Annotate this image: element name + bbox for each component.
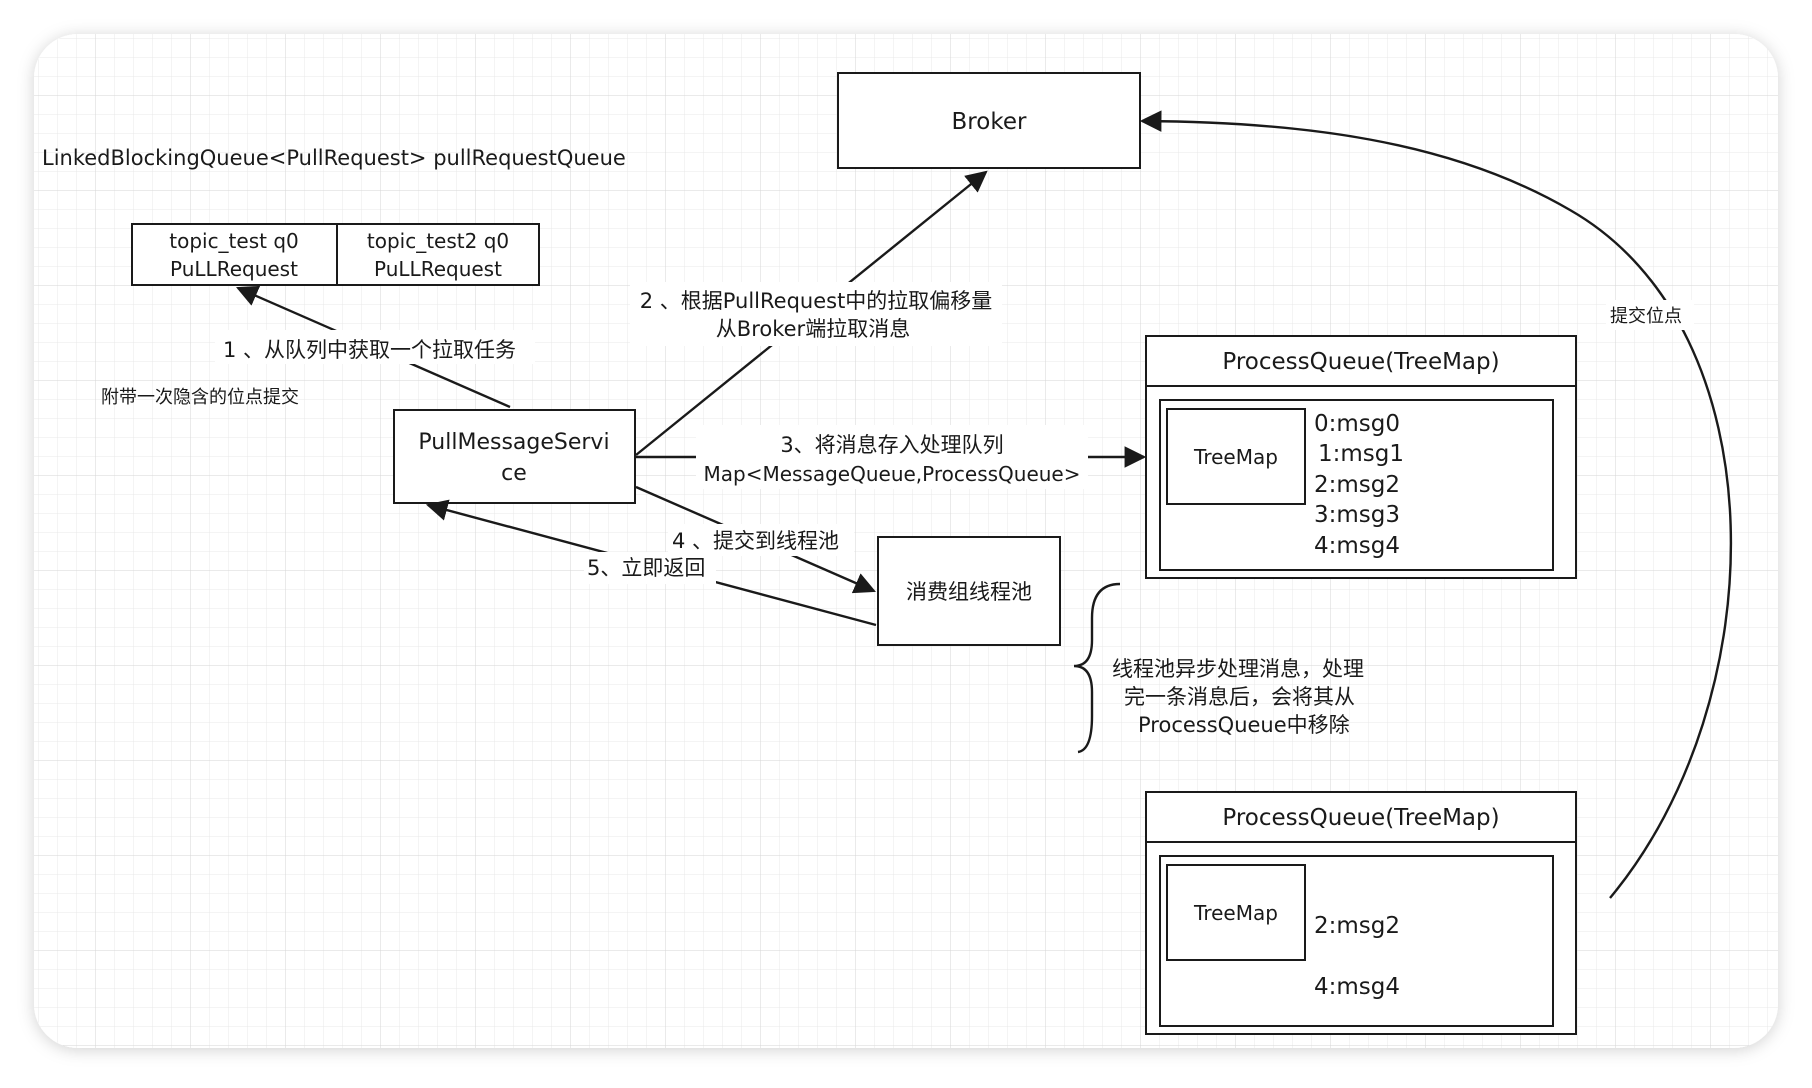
process-queue-top-treemap: TreeMap: [1193, 445, 1278, 469]
arrow-commit-offset: [1139, 110, 1733, 899]
commit-offset-label-bg: [1606, 300, 1694, 330]
process-queue-top: ProcessQueue(TreeMap) TreeMap 0:msg0 1:m…: [1145, 335, 1577, 579]
queue-cell-2-topic: topic_test2 q0: [367, 229, 509, 253]
step5-label: 5、立即返回: [587, 556, 705, 580]
step4-label: 4 、提交到线程池: [672, 529, 839, 553]
process-queue-top-title: ProcessQueue(TreeMap): [1222, 349, 1499, 375]
process-queue-bottom-msg-0: 2:msg2: [1314, 913, 1400, 939]
commit-offset-label: 提交位点: [1610, 306, 1682, 327]
queue-cell-2-type: PuLLRequest: [374, 257, 502, 281]
async-note-brace: [1073, 582, 1121, 754]
queue-cell-1-type: PuLLRequest: [170, 257, 298, 281]
process-queue-bottom-treemap: TreeMap: [1193, 901, 1278, 925]
pull-request-queue: topic_test q0 PuLLRequest topic_test2 q0…: [131, 223, 540, 286]
thread-pool-label: 消费组线程池: [906, 580, 1032, 604]
async-note-line-3: ProcessQueue中移除: [1138, 713, 1350, 737]
step3-label-1: 3、将消息存入处理队列: [780, 433, 1003, 457]
broker-label: Broker: [952, 109, 1027, 135]
queue-cell-1-topic: topic_test q0: [169, 229, 299, 253]
queue-declaration: LinkedBlockingQueue<PullRequest> pullReq…: [42, 146, 626, 170]
step1-label: 1 、从队列中获取一个拉取任务: [223, 338, 516, 362]
step3-label-bg: [696, 425, 1088, 489]
async-note-line-2: 完一条消息后，会将其从: [1124, 685, 1355, 709]
step5-label-bg: [584, 552, 716, 584]
process-queue-top-msg-1: 1:msg1: [1318, 441, 1404, 467]
process-queue-bottom-title: ProcessQueue(TreeMap): [1222, 805, 1499, 831]
pull-message-service-label-1: PullMessageServi: [418, 430, 609, 455]
process-queue-top-msg-0: 0:msg0: [1314, 411, 1400, 437]
step1-label-bg: [215, 330, 535, 364]
process-queue-top-msg-2: 2:msg2: [1314, 472, 1400, 498]
process-queue-bottom: ProcessQueue(TreeMap) TreeMap 2:msg2 4:m…: [1145, 791, 1577, 1035]
pull-message-service-box: PullMessageServi ce: [393, 409, 636, 504]
async-note-line-1: 线程池异步处理消息，处理: [1112, 657, 1364, 681]
step2-label-bg: [630, 282, 1002, 346]
step1-note: 附带一次隐含的位点提交: [101, 387, 299, 408]
pull-message-service-label-2: ce: [501, 461, 527, 486]
step2-label-1: 2 、根据PullRequest中的拉取偏移量: [640, 289, 993, 313]
broker-box: Broker: [837, 72, 1141, 169]
step2-label-2: 从Broker端拉取消息: [716, 317, 910, 341]
process-queue-top-msg-4: 4:msg4: [1314, 533, 1400, 559]
process-queue-bottom-msg-1: 4:msg4: [1314, 974, 1400, 1000]
step3-label-2: Map<MessageQueue,ProcessQueue>: [703, 462, 1080, 486]
process-queue-top-msg-3: 3:msg3: [1314, 502, 1400, 528]
thread-pool-box: 消费组线程池: [877, 536, 1061, 646]
step4-label-bg: [668, 524, 854, 556]
